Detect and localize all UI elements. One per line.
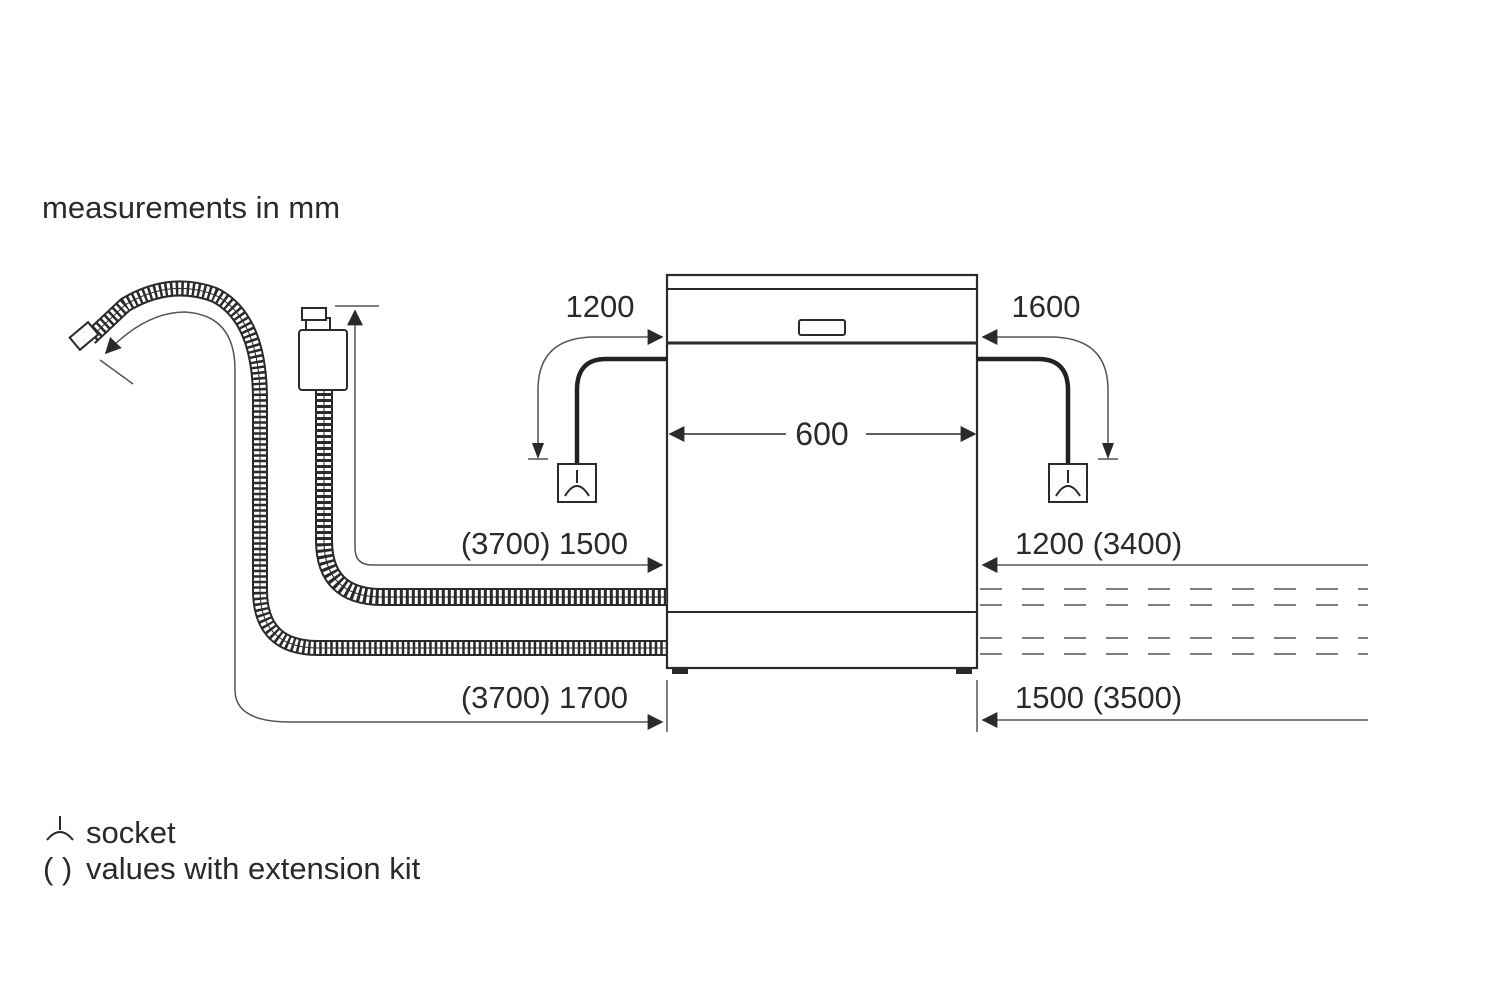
- drain-left-label: (3700) 1700: [461, 680, 628, 715]
- legend-socket-icon: [46, 816, 74, 841]
- socket-icon: [557, 463, 597, 503]
- width-label: 600: [795, 416, 848, 452]
- socket-right-label: 1600: [1012, 289, 1081, 324]
- inlet-left-label: (3700) 1500: [461, 526, 628, 561]
- legend-extension-symbol: ( ): [43, 851, 72, 886]
- legend-socket-label: socket: [86, 815, 176, 850]
- right-hoses-dashed: [980, 588, 1368, 655]
- inlet-right-label: 1200 (3400): [1015, 526, 1182, 561]
- inlet-path-arrow: [335, 305, 664, 573]
- legend-extension-label: values with extension kit: [86, 851, 421, 886]
- socket-left-label: 1200: [566, 289, 635, 324]
- dishwasher-feet: [672, 667, 972, 674]
- right-dimension-arrows: [981, 557, 1368, 728]
- inlet-hose: [315, 390, 667, 606]
- drain-path-arrow: [99, 311, 664, 730]
- socket-icon: [1048, 463, 1088, 503]
- dishwasher-outline: [665, 273, 979, 670]
- aquastop-valve-icon: [298, 307, 348, 391]
- drain-right-label: 1500 (3500): [1015, 680, 1182, 715]
- diagram-title: measurements in mm: [42, 190, 340, 225]
- control-display: [798, 319, 846, 336]
